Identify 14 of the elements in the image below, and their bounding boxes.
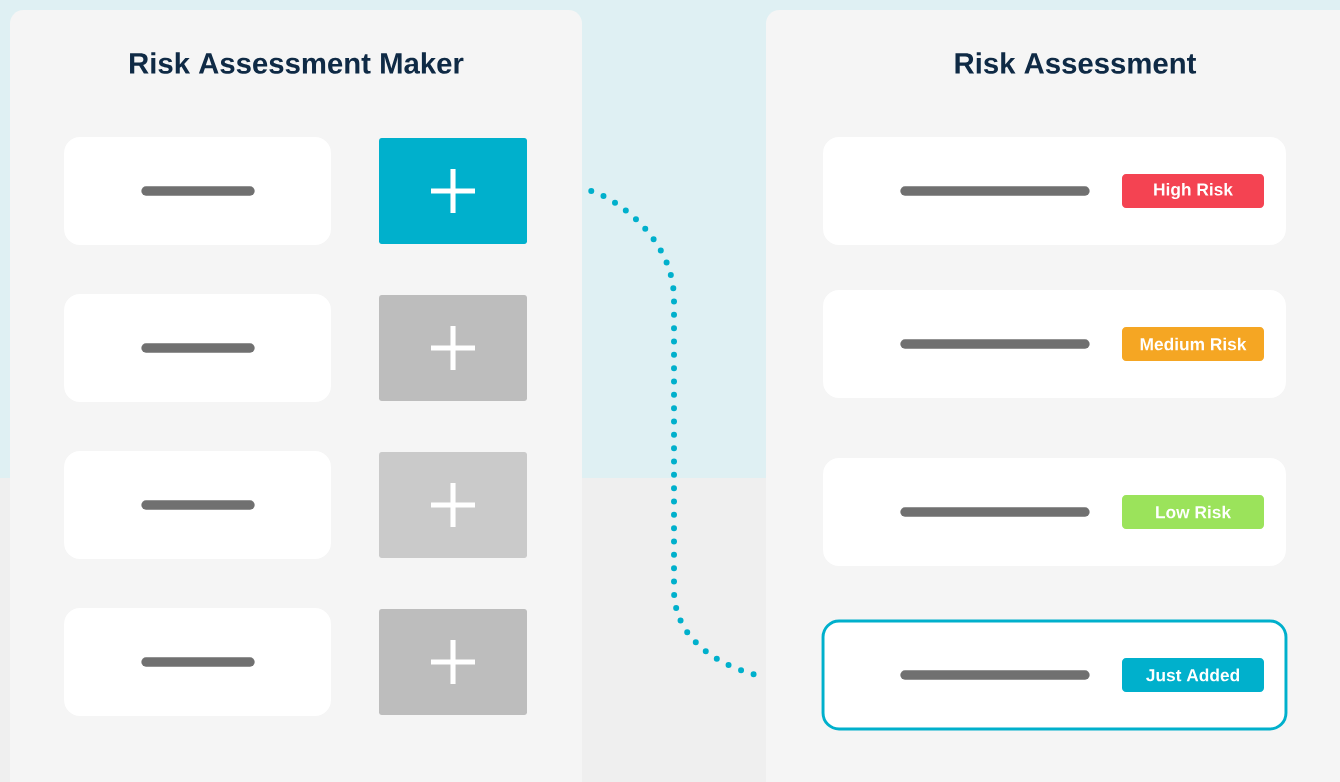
list-row [64, 294, 331, 402]
risk-badge: High Risk [1122, 174, 1264, 208]
risk-badge: Medium Risk [1122, 327, 1264, 361]
panel-title: Risk Assessment [955, 52, 1197, 74]
risk-badge: Low Risk [1122, 495, 1264, 529]
add-button [379, 609, 527, 715]
risk-badge: Just Added [1122, 658, 1264, 692]
add-button [379, 138, 527, 244]
panel-title: Risk Assessment Maker [130, 52, 464, 74]
add-button [379, 452, 527, 558]
add-button [379, 295, 527, 401]
list-row [64, 608, 331, 716]
list-row [64, 451, 331, 559]
list-row [64, 137, 331, 245]
